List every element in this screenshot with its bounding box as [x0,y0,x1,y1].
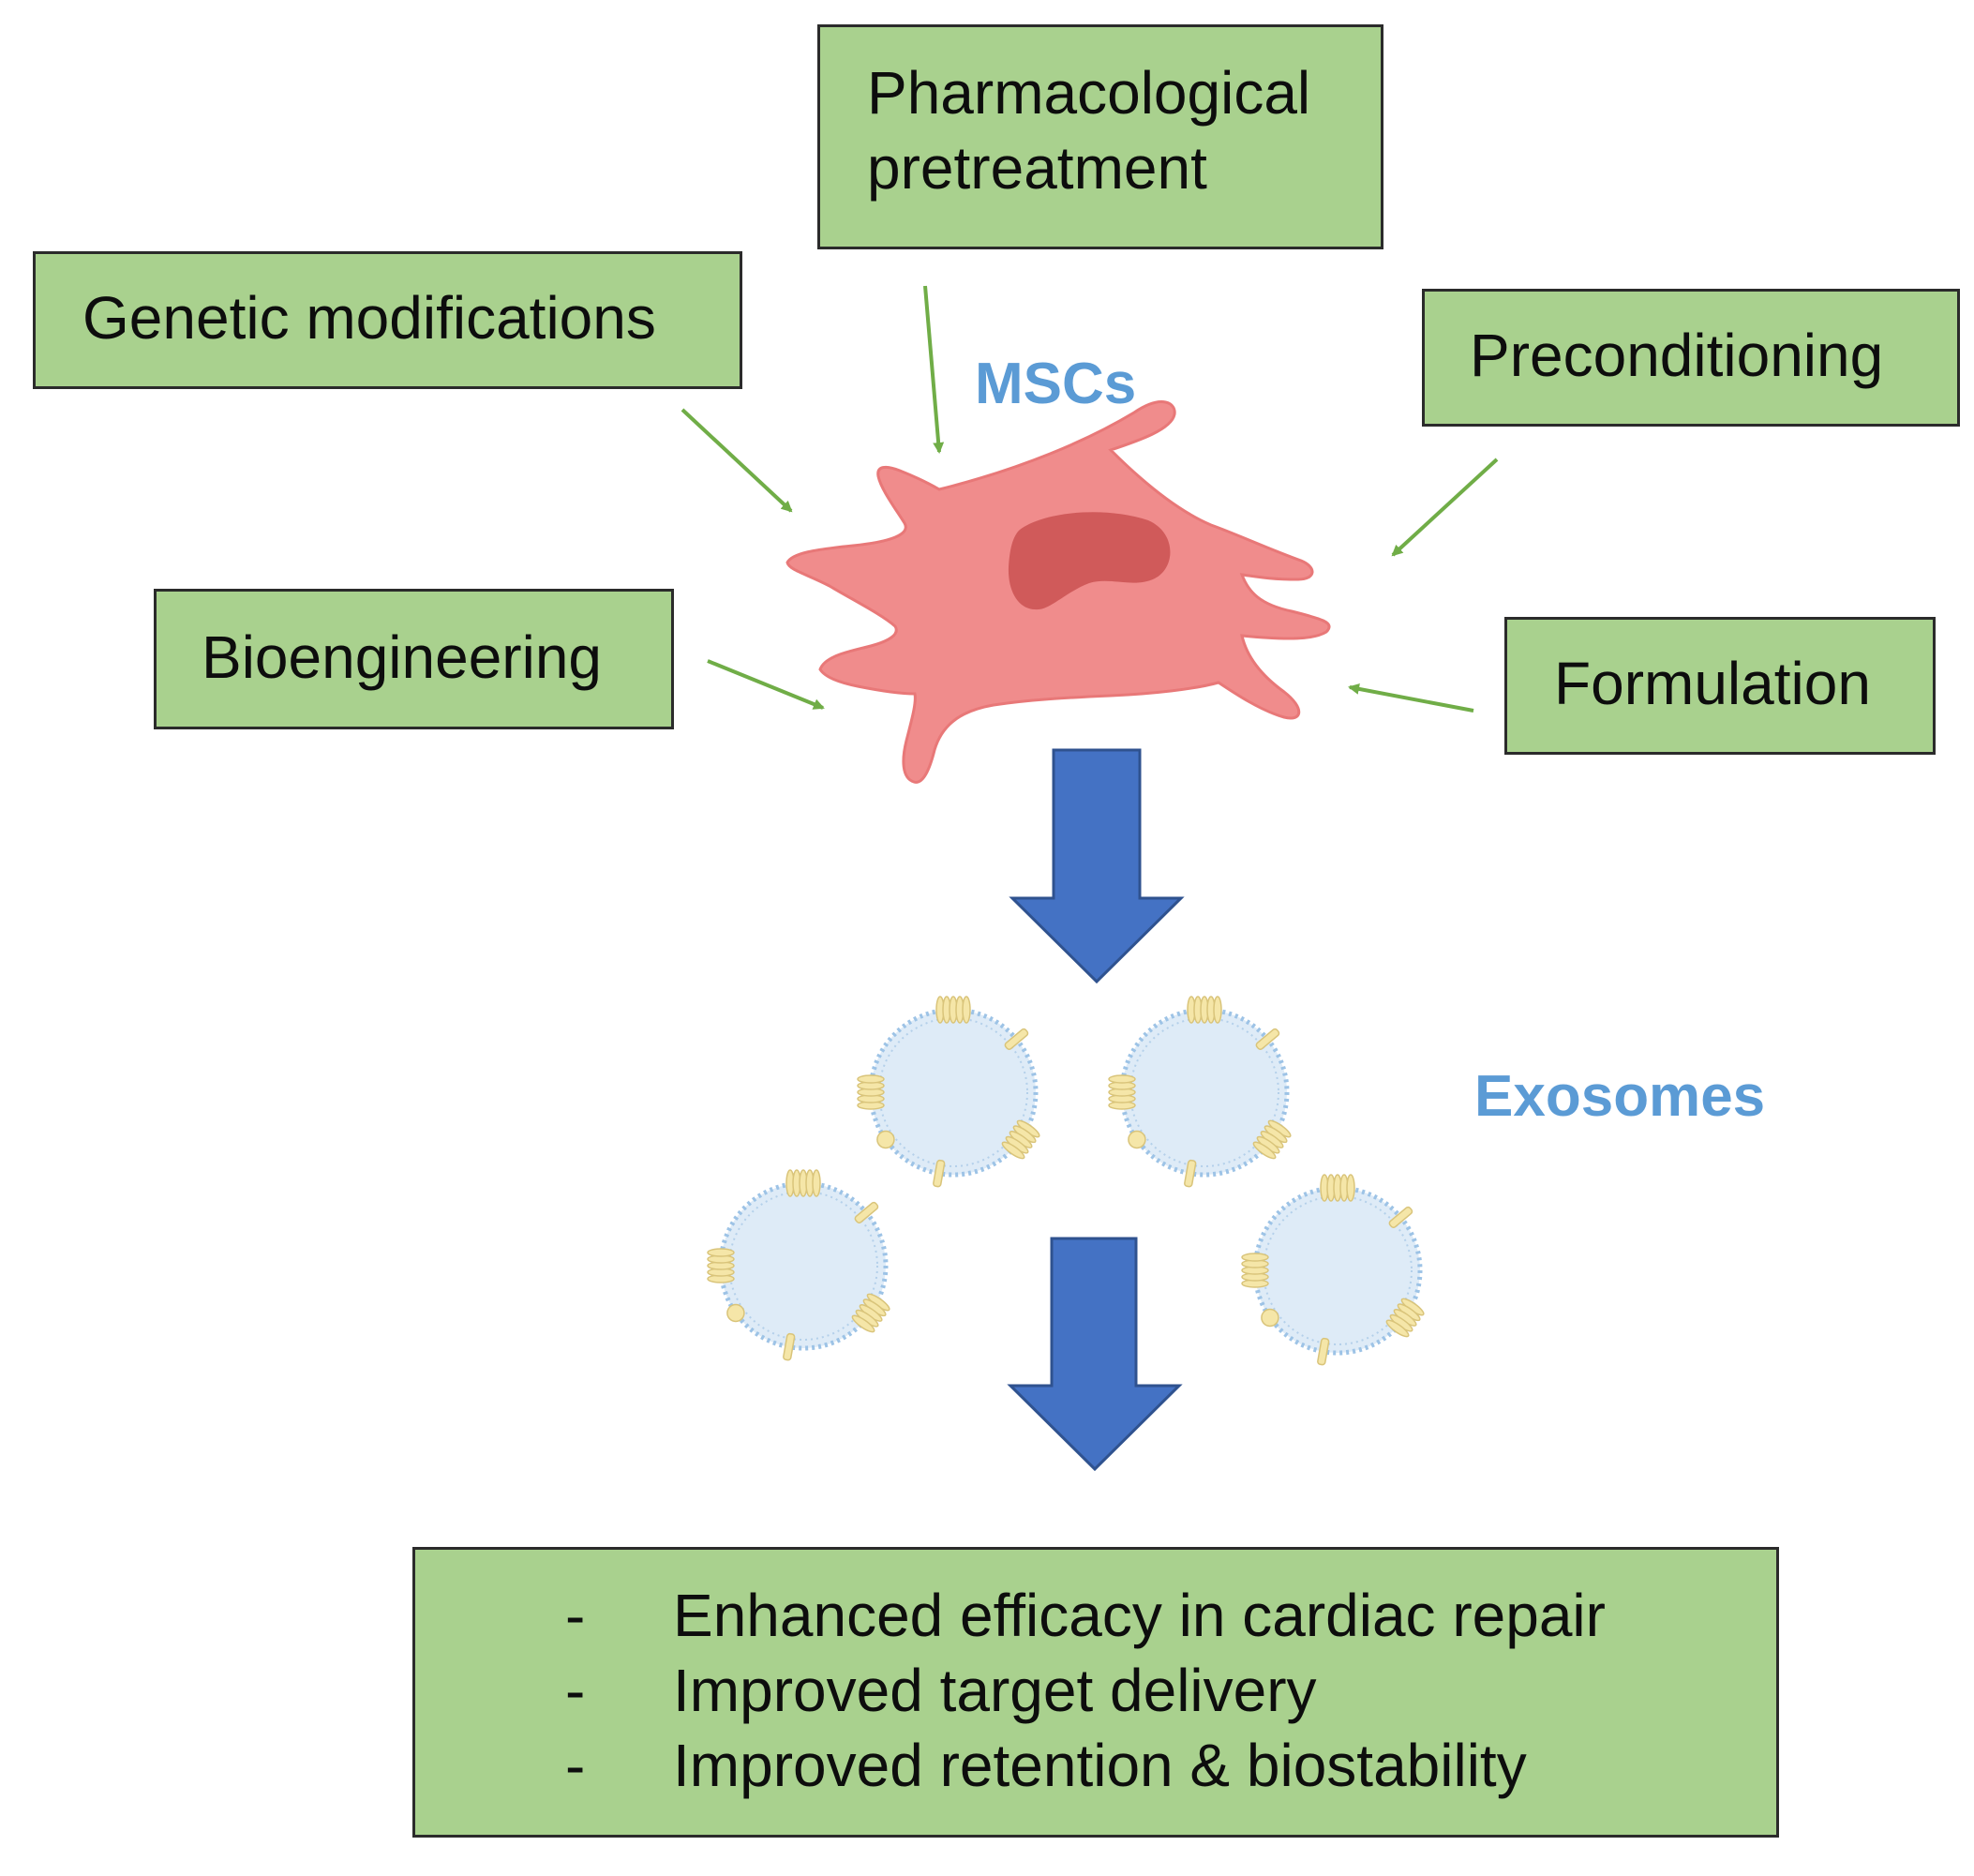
outcome-row: - Enhanced efficacy in cardiac repair [415,1578,1776,1653]
exosome-protein [857,1074,885,1110]
outcome-text: Enhanced efficacy in cardiac repair [673,1582,1606,1649]
outcome-text: Improved target delivery [673,1657,1317,1724]
msc-cell-icon [785,400,1331,784]
exosome-lipid [726,1303,745,1323]
box-bioengineering-label: Bioengineering [202,623,602,691]
exosome-receptor [854,1201,879,1224]
exosome-protein [935,996,971,1024]
box-genetic-label: Genetic modifications [82,284,656,352]
outcome-bullet: - [565,1732,586,1799]
box-bioengineering: Bioengineering [154,589,674,729]
box-pharmacological-pretreatment: Pharmacological pretreatment [817,24,1383,249]
arrow-pharmacological [923,285,945,454]
box-formulation: Formulation [1504,617,1936,755]
down-arrow-exosomes-to-outcomes [1007,1237,1183,1472]
outcome-row: - Improved retention & biostability [415,1728,1776,1803]
exosome-receptor [933,1159,946,1188]
box-preconditioning-label: Preconditioning [1470,322,1884,389]
outcome-bullet: - [565,1657,586,1724]
exosome-receptor [1388,1206,1413,1229]
exosome-protein [1252,1119,1292,1160]
exosome-receptor [1184,1159,1197,1188]
outcome-text: Improved retention & biostability [673,1732,1527,1799]
exosome-receptor [1004,1028,1029,1051]
exosome-receptor [1255,1028,1280,1051]
exosome-icon [1108,996,1292,1188]
box-outcomes: - Enhanced efficacy in cardiac repair - … [412,1547,1779,1838]
arrow-preconditioning [1391,458,1499,557]
exosome-lipid [876,1130,895,1149]
exosome-group [707,996,1425,1366]
outcome-bullet: - [565,1582,586,1649]
exosome-protein [1108,1074,1136,1110]
exosome-protein [707,1248,735,1283]
arrow-bioengineering [707,659,825,710]
box-genetic-modifications: Genetic modifications [33,251,742,389]
arrow-formulation [1348,683,1474,713]
down-arrow-cell-to-exosomes [1009,748,1185,984]
label-mscs: MSCs [975,352,1137,416]
arrow-genetic [680,408,793,513]
outcome-row: - Improved target delivery [415,1653,1776,1728]
exosome-protein [1320,1174,1355,1202]
exosome-protein [851,1293,890,1333]
label-exosomes: Exosomes [1474,1064,1766,1129]
exosome-protein [1241,1253,1269,1288]
box-pharmacological-line1: Pharmacological [867,59,1311,127]
exosome-protein [1385,1298,1425,1338]
exosome-icon [1241,1174,1425,1366]
exosome-receptor [1317,1337,1330,1366]
exosome-lipid [1261,1308,1279,1328]
exosome-protein [785,1169,821,1197]
exosome-protein [1187,996,1222,1024]
box-formulation-label: Formulation [1554,650,1871,717]
exosome-lipid [1128,1130,1146,1149]
exosome-receptor [783,1332,796,1361]
msc-nucleus [1008,512,1171,610]
box-pharmacological-line2: pretreatment [867,134,1207,202]
exosome-icon [707,1169,890,1361]
exosome-protein [1001,1119,1040,1160]
exosome-icon [857,996,1040,1188]
box-preconditioning: Preconditioning [1422,289,1960,427]
